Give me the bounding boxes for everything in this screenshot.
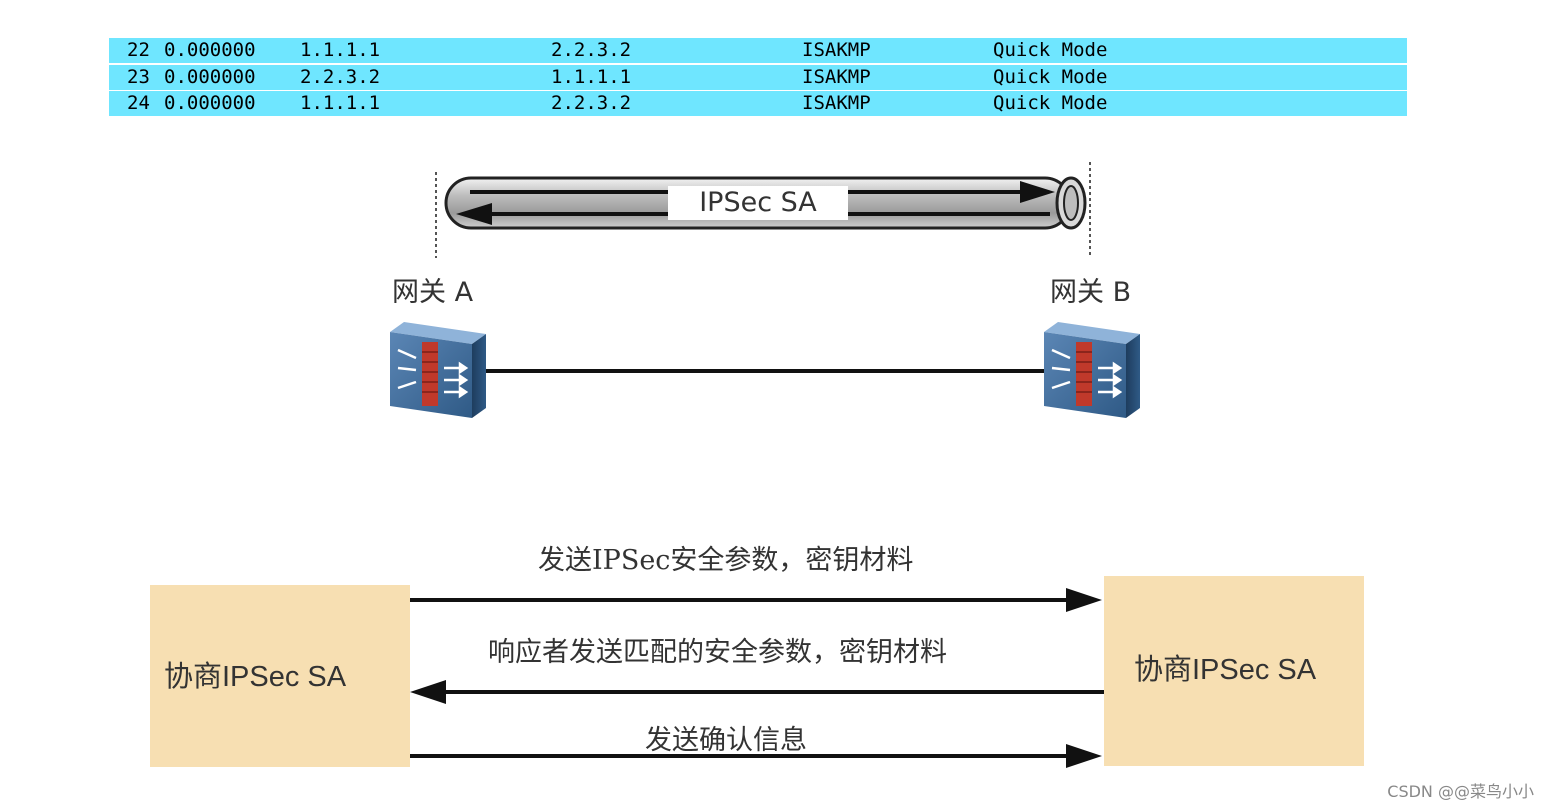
packet-info: Quick Mode <box>993 92 1108 114</box>
firewall-b-icon <box>1044 322 1140 418</box>
packet-time: 0.000000 <box>164 65 256 88</box>
packet-protocol: ISAKMP <box>802 92 871 114</box>
negotiation-box-left-label: 协商IPSec SA <box>164 661 347 693</box>
packet-row[interactable]: 23 0.000000 2.2.3.2 1.1.1.1 ISAKMP Quick… <box>109 64 1407 90</box>
packet-info: Quick Mode <box>993 39 1108 61</box>
message-1-arrowhead <box>1066 588 1102 612</box>
packet-destination: 1.1.1.1 <box>551 65 632 88</box>
negotiation-box-right-label: 协商IPSec SA <box>1134 654 1317 686</box>
packet-destination: 2.2.3.2 <box>551 92 632 114</box>
negotiation-box-left: 协商IPSec SA <box>150 585 410 767</box>
ipsec-tunnel-diagram <box>390 162 1140 418</box>
packet-row[interactable]: 24 0.000000 1.1.1.1 2.2.3.2 ISAKMP Quick… <box>109 91 1407 116</box>
packet-source: 1.1.1.1 <box>300 39 381 61</box>
message-1-label: 发送IPSec安全参数，密钥材料 <box>538 545 914 576</box>
tunnel-arrowhead-right <box>1020 181 1055 203</box>
packet-protocol: ISAKMP <box>802 65 871 88</box>
tunnel-label-background <box>668 186 848 220</box>
packet-list: 22 0.000000 1.1.1.1 2.2.3.2 ISAKMP Quick… <box>109 38 1407 118</box>
negotiation-arrows <box>410 588 1104 768</box>
message-2-arrowhead <box>410 680 446 704</box>
tunnel-arrowhead-left <box>456 203 492 225</box>
message-3-arrowhead <box>1066 744 1102 768</box>
packet-destination: 2.2.3.2 <box>551 39 632 61</box>
negotiation-box-right: 协商IPSec SA <box>1104 576 1364 766</box>
packet-time: 0.000000 <box>164 92 256 114</box>
message-2-label: 响应者发送匹配的安全参数，密钥材料 <box>488 637 947 668</box>
gateway-b-label: 网关 B <box>1050 277 1132 308</box>
packet-protocol: ISAKMP <box>802 39 871 61</box>
gateway-a-label: 网关 A <box>392 277 474 308</box>
firewall-a-icon <box>390 322 486 418</box>
packet-source: 1.1.1.1 <box>300 92 381 114</box>
tunnel-label: IPSec SA <box>699 187 817 218</box>
packet-source: 2.2.3.2 <box>300 65 381 88</box>
watermark: CSDN @@菜鸟小小 <box>1387 782 1534 801</box>
packet-number: 22 <box>127 39 150 61</box>
packet-number: 23 <box>127 65 150 88</box>
packet-number: 24 <box>127 92 150 114</box>
packet-time: 0.000000 <box>164 39 256 61</box>
message-3-label: 发送确认信息 <box>645 725 807 756</box>
packet-info: Quick Mode <box>993 65 1108 88</box>
packet-row[interactable]: 22 0.000000 1.1.1.1 2.2.3.2 ISAKMP Quick… <box>109 38 1407 63</box>
